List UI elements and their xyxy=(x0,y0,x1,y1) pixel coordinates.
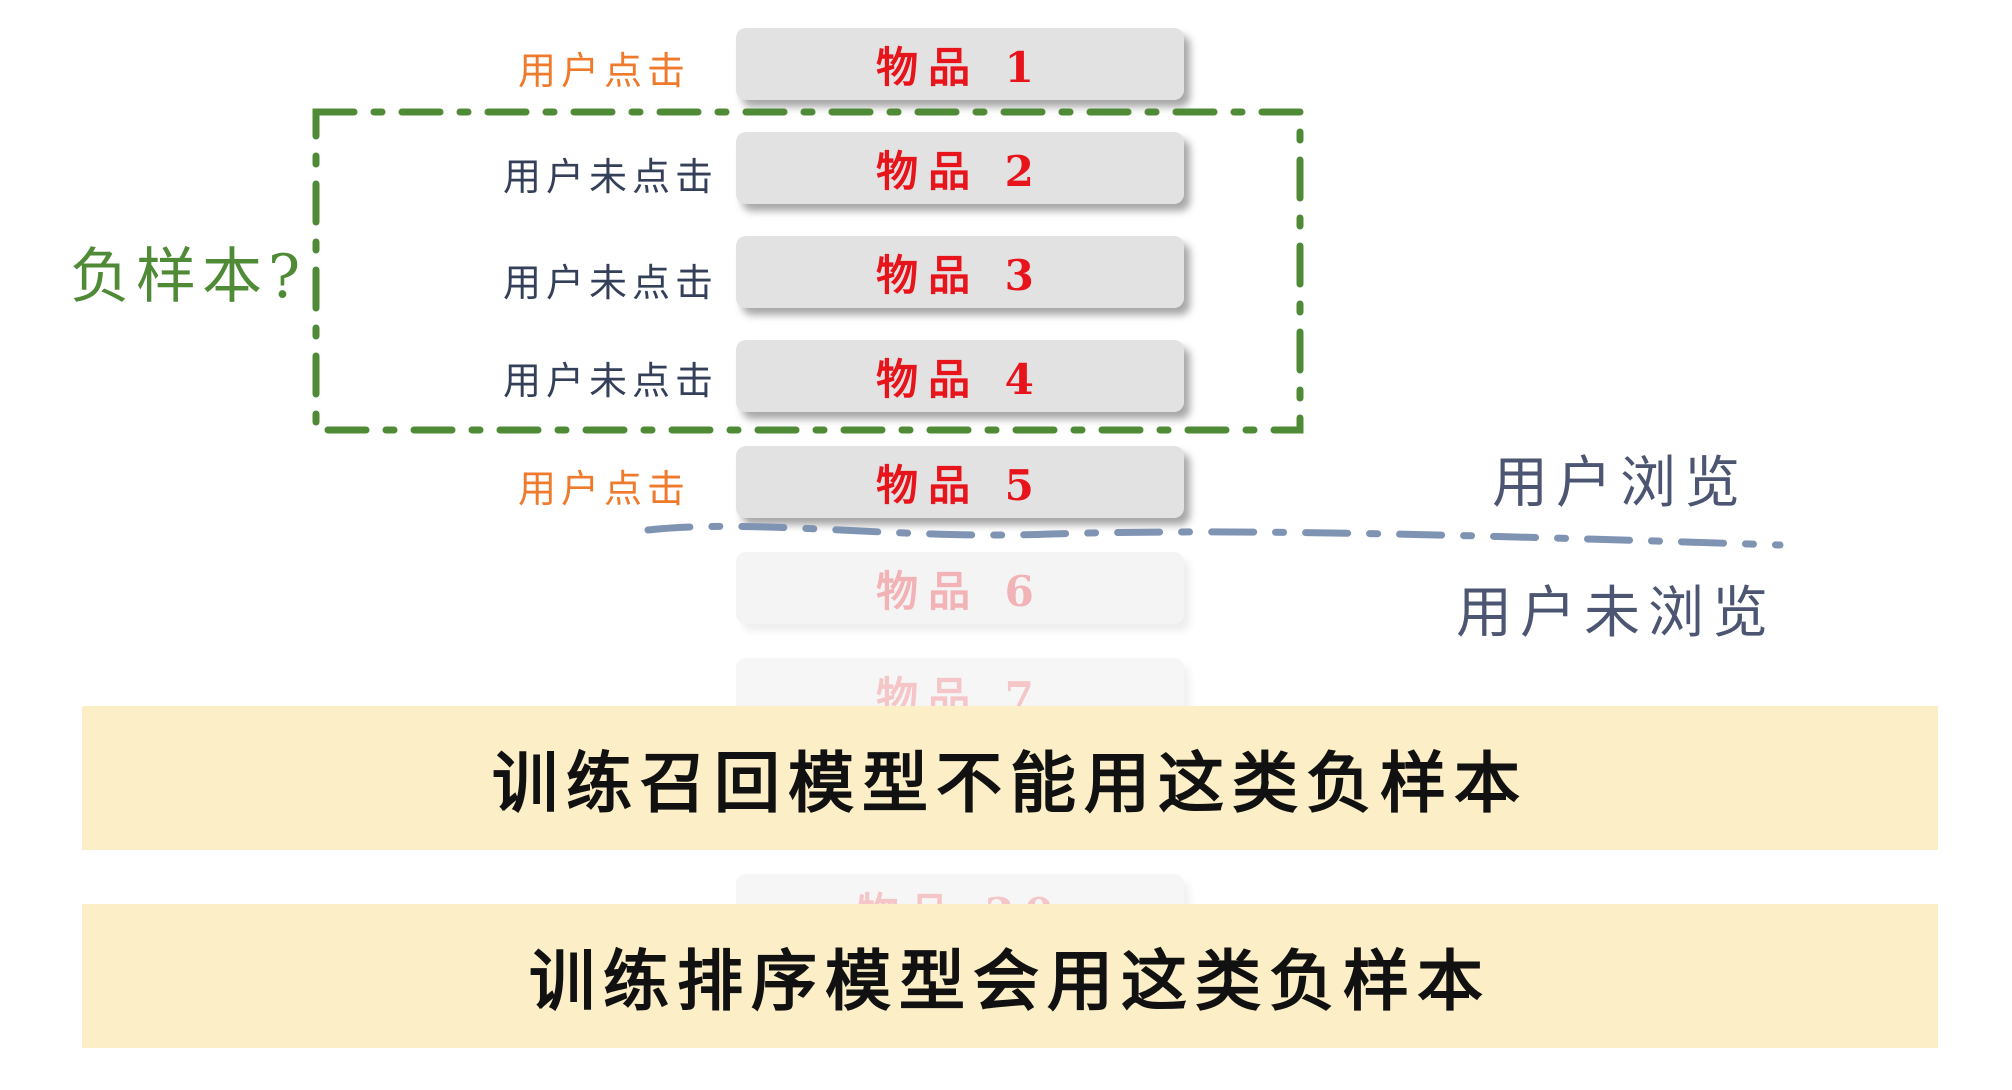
not-browsed-label: 用户未浏览 xyxy=(1456,581,1776,646)
negative-sample-label: 负样本? xyxy=(70,242,307,312)
item-card-3: 物品 3 xyxy=(736,236,1184,308)
item-card-5: 物品 5 xyxy=(736,446,1184,518)
item-card-6: 物品 6 xyxy=(736,552,1184,624)
ranking-banner: 训练排序模型会用这类负样本 xyxy=(82,904,1938,1048)
row-label-4: 用户未点击 xyxy=(502,359,718,403)
row-label-3: 用户未点击 xyxy=(502,261,718,305)
browse-divider-line xyxy=(644,522,1784,549)
item-card-1: 物品 1 xyxy=(736,28,1184,100)
row-label-5: 用户点击 xyxy=(517,467,690,511)
row-label-1: 用户点击 xyxy=(517,49,690,93)
negative-sample-box xyxy=(312,108,1304,434)
item-card-4: 物品 4 xyxy=(736,340,1184,412)
item-card-2: 物品 2 xyxy=(736,132,1184,204)
browsed-label: 用户浏览 xyxy=(1492,451,1748,516)
row-label-2: 用户未点击 xyxy=(502,155,718,199)
recall-banner: 训练召回模型不能用这类负样本 xyxy=(82,706,1938,850)
